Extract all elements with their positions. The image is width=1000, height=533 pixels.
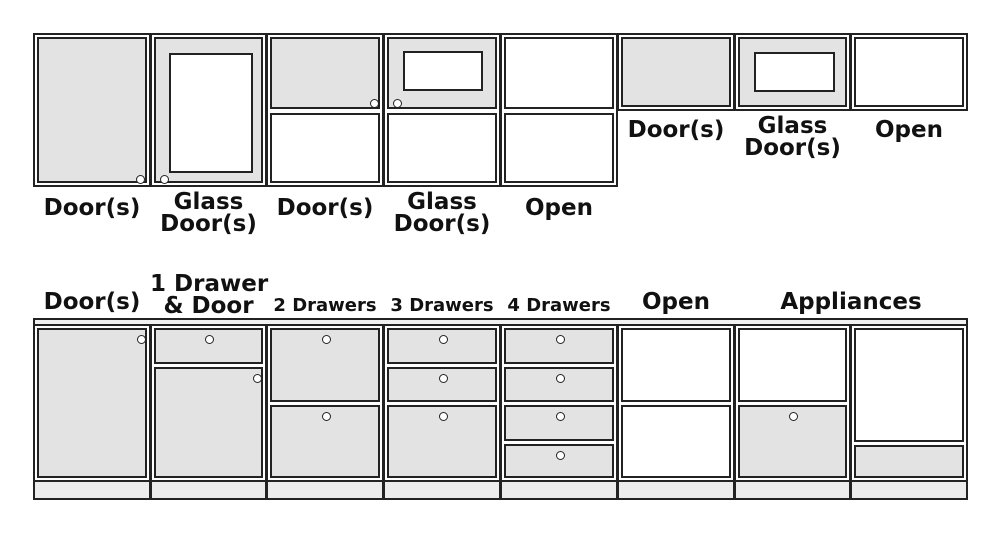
- label-base-doors: Door(s): [43, 289, 141, 315]
- bottom-panel: [854, 445, 964, 478]
- knob-icon: [322, 412, 331, 421]
- knob-icon: [789, 412, 798, 421]
- upper-cabinet-tall-glass-door[interactable]: [150, 33, 267, 187]
- glass-door-panel: [738, 37, 847, 107]
- upper-cabinet-stacked-glass-door[interactable]: [383, 33, 501, 187]
- drawer-panel: [504, 328, 614, 364]
- label-upper-stacked-doors: Door(s): [276, 195, 374, 221]
- drawer-panel: [387, 367, 497, 402]
- toe-kick: [850, 480, 968, 500]
- knob-icon: [160, 175, 169, 184]
- base-cabinet-open[interactable]: [617, 324, 735, 482]
- knob-icon: [556, 374, 565, 383]
- glass-pane: [403, 51, 483, 91]
- knob-icon: [253, 374, 262, 383]
- open-shelf: [854, 37, 964, 107]
- label-upper-tall-doors: Door(s): [43, 195, 141, 221]
- glass-pane: [169, 53, 253, 173]
- knob-icon: [556, 451, 565, 460]
- toe-kick: [734, 480, 851, 500]
- upper-cabinet-short-glass-door[interactable]: [734, 33, 851, 111]
- base-cabinet-appliance-oven[interactable]: [734, 324, 851, 482]
- toe-kick: [383, 480, 501, 500]
- base-cabinet-three-drawers[interactable]: [383, 324, 501, 482]
- open-shelf: [504, 113, 614, 183]
- knob-icon: [439, 412, 448, 421]
- label-upper-short-open: Open: [875, 117, 943, 143]
- toe-kick: [266, 480, 384, 500]
- knob-icon: [556, 335, 565, 344]
- knob-icon: [556, 412, 565, 421]
- drawer-panel: [504, 367, 614, 402]
- knob-icon: [136, 175, 145, 184]
- toe-kick: [617, 480, 735, 500]
- base-cabinet-four-drawers[interactable]: [500, 324, 618, 482]
- label-upper-stacked-open: Open: [525, 195, 593, 221]
- glass-door-panel: [154, 37, 263, 184]
- drawer-panel: [504, 444, 614, 478]
- knob-icon: [439, 335, 448, 344]
- glass-pane: [754, 52, 835, 92]
- open-shelf: [504, 37, 614, 109]
- open-shelf: [621, 405, 731, 478]
- open-shelf: [270, 113, 380, 183]
- label-upper-stacked-glass-doors: Glass Door(s): [393, 189, 491, 237]
- base-cabinet-appliance-fridge[interactable]: [850, 324, 968, 482]
- upper-cabinet-tall-door[interactable]: [33, 33, 151, 187]
- door-panel: [154, 367, 263, 478]
- knob-icon: [322, 335, 331, 344]
- appliance-opening: [854, 328, 964, 442]
- open-shelf: [387, 113, 497, 183]
- label-base-four-drawers: 4 Drawers: [507, 295, 611, 316]
- drawer-panel: [738, 405, 847, 478]
- open-shelf: [621, 328, 731, 402]
- knob-icon: [439, 374, 448, 383]
- drawer-panel: [387, 405, 497, 478]
- upper-cabinet-short-open[interactable]: [850, 33, 968, 111]
- door-panel: [621, 37, 731, 107]
- toe-kick: [150, 480, 267, 500]
- drawer-panel: [387, 328, 497, 364]
- door-panel: [37, 328, 147, 478]
- drawer-panel: [504, 405, 614, 441]
- knob-icon: [205, 335, 214, 344]
- drawer-panel: [270, 328, 380, 402]
- label-upper-short-doors: Door(s): [627, 117, 725, 143]
- label-upper-tall-glass-doors: Glass Door(s): [160, 189, 257, 237]
- base-cabinet-door[interactable]: [33, 324, 151, 482]
- upper-cabinet-short-door[interactable]: [617, 33, 735, 111]
- label-base-three-drawers: 3 Drawers: [390, 295, 494, 316]
- knob-icon: [137, 335, 146, 344]
- label-upper-short-glass-doors: Glass Door(s): [744, 113, 841, 161]
- base-cabinet-two-drawers[interactable]: [266, 324, 384, 482]
- toe-kick: [500, 480, 618, 500]
- drawer-panel: [270, 405, 380, 478]
- upper-cabinet-stacked-door[interactable]: [266, 33, 384, 187]
- toe-kick: [33, 480, 151, 500]
- door-panel: [270, 37, 380, 109]
- upper-cabinet-stacked-open[interactable]: [500, 33, 618, 187]
- door-panel: [37, 37, 147, 184]
- base-cabinet-drawer-door[interactable]: [150, 324, 267, 482]
- glass-door-panel: [387, 37, 497, 109]
- label-base-drawer-door: 1 Drawer & Door: [150, 271, 269, 319]
- drawer-panel: [154, 328, 263, 364]
- knob-icon: [370, 99, 379, 108]
- knob-icon: [393, 99, 402, 108]
- appliance-opening: [738, 328, 847, 402]
- label-base-two-drawers: 2 Drawers: [273, 295, 377, 316]
- label-base-appliances: Appliances: [780, 289, 922, 315]
- label-base-open: Open: [642, 289, 710, 315]
